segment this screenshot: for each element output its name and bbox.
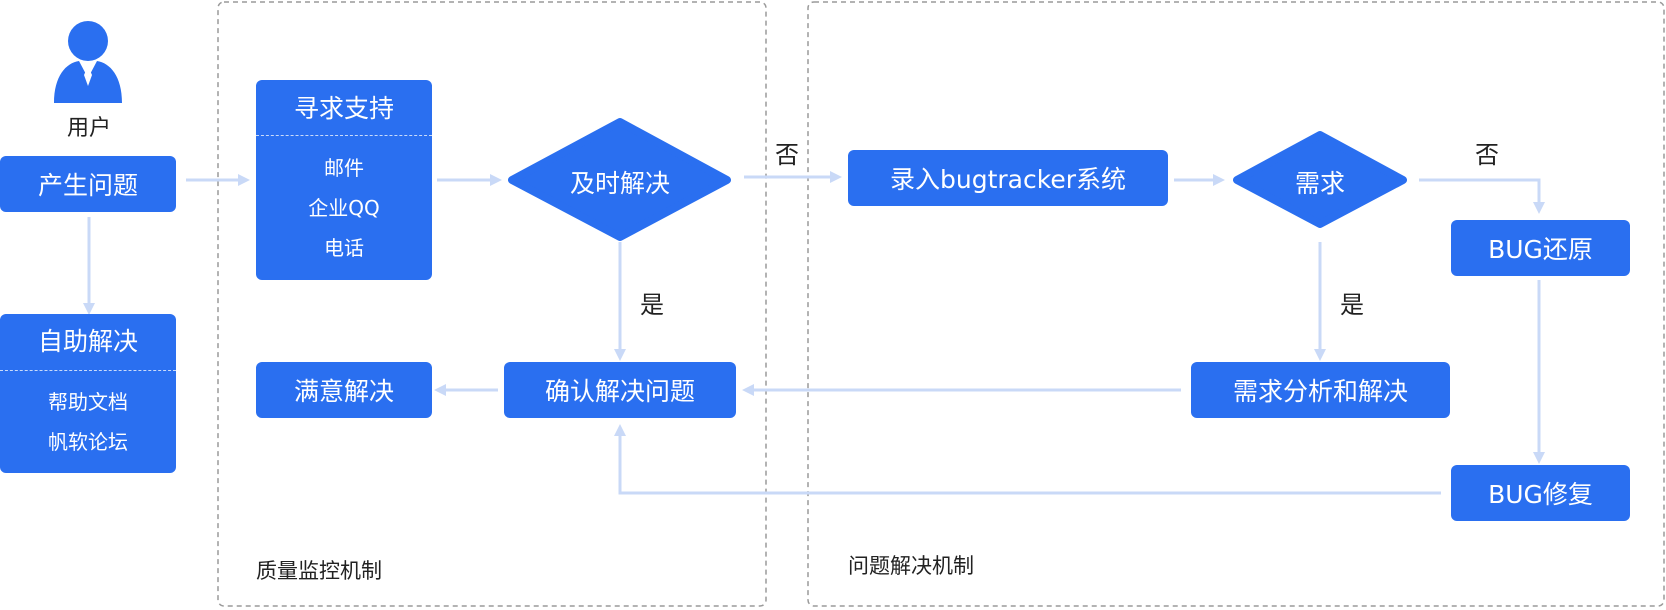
edge-label-no-requirement: 否 [1475, 141, 1499, 169]
self-solve-item-docs: 帮助文档 [48, 390, 128, 414]
quality-region [217, 1, 767, 607]
seek-support-item-phone: 电话 [324, 236, 364, 260]
resolution-region [807, 1, 1665, 607]
bug-reproduce-node: BUG还原 [1451, 220, 1630, 276]
seek-support-item-email: 邮件 [324, 156, 364, 180]
self-solve-node: 自助解决 帮助文档 帆软论坛 [0, 314, 176, 473]
resolution-region-label: 问题解决机制 [848, 554, 974, 578]
self-solve-item-forum: 帆软论坛 [48, 430, 128, 454]
requirement-analysis-node: 需求分析和解决 [1191, 362, 1450, 418]
user-label: 用户 [66, 116, 111, 141]
timely-resolve-diamond [508, 118, 731, 241]
bugtracker-node: 录入bugtracker系统 [848, 150, 1168, 206]
edge-label-yes-requirement: 是 [1340, 291, 1364, 319]
user-icon [54, 21, 122, 103]
confirm-resolve-node: 确认解决问题 [504, 362, 736, 418]
timely-resolve-label: 及时解决 [569, 169, 670, 198]
seek-support-node: 寻求支持 邮件 企业QQ 电话 [256, 80, 432, 280]
requirement-label: 需求 [1294, 169, 1345, 198]
requirement-diamond [1233, 131, 1407, 228]
seek-support-divider [256, 135, 432, 136]
satisfied-node: 满意解决 [256, 362, 432, 418]
self-solve-divider [0, 370, 176, 371]
bug-fix-node: BUG修复 [1451, 465, 1630, 521]
arrow-requirement-to-bug-reproduce [1419, 178, 1545, 214]
arrow-fix-to-confirm [614, 424, 1441, 495]
quality-region-label: 质量监控机制 [256, 559, 382, 583]
seek-support-item-qq: 企业QQ [308, 196, 380, 220]
seek-support-title: 寻求支持 [293, 94, 394, 123]
create-issue-node: 产生问题 [0, 156, 176, 212]
edge-label-yes-timely: 是 [640, 291, 664, 319]
edge-label-no-timely: 否 [775, 141, 799, 169]
self-solve-title: 自助解决 [37, 327, 138, 356]
